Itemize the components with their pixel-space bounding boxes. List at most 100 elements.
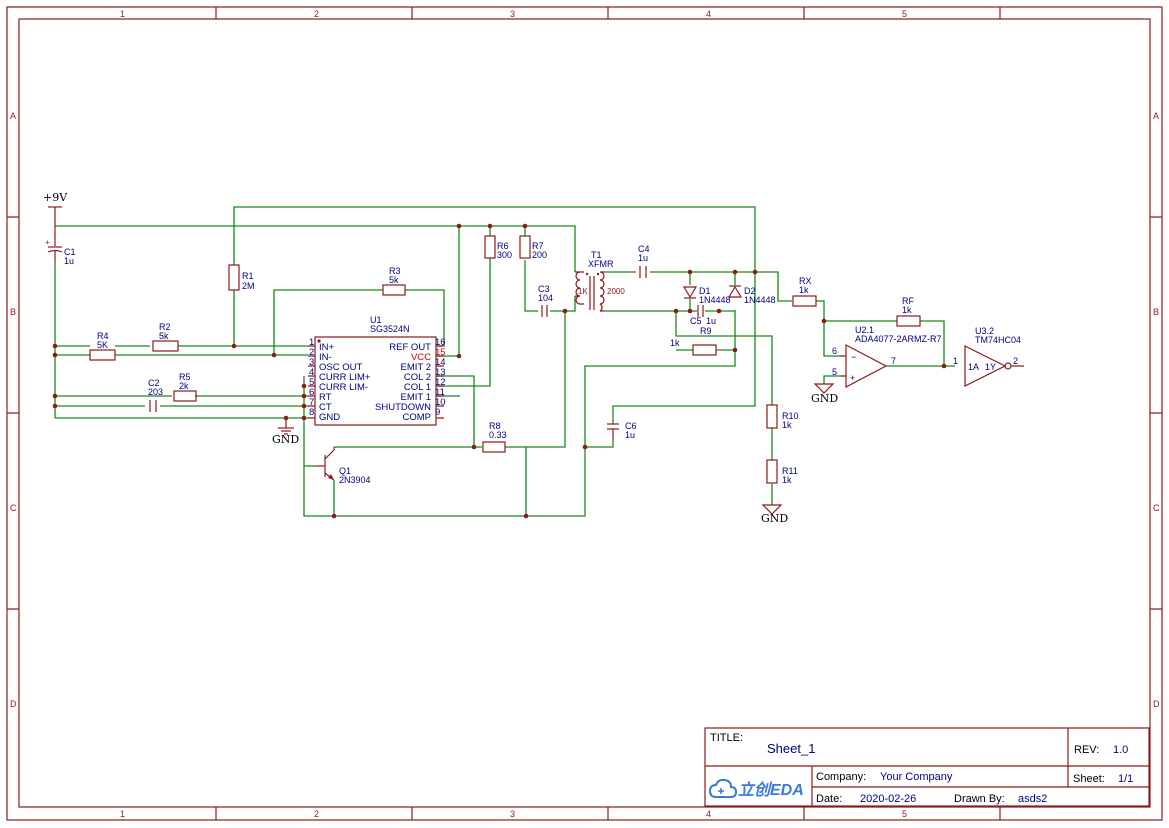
ref-d1: D1 bbox=[699, 286, 711, 296]
ref-rf: RF bbox=[902, 296, 914, 306]
value-r2: 5k bbox=[159, 331, 169, 341]
ref-c4: C4 bbox=[638, 244, 650, 254]
wires bbox=[54, 206, 955, 517]
value-rf: 1k bbox=[902, 305, 912, 315]
pin-num: 6 bbox=[832, 346, 837, 356]
value-u21: ADA4077-2ARMZ-R7 bbox=[855, 334, 942, 344]
opamp-u21: − + 6 5 7 U2.1 ADA4077-2ARMZ-R7 bbox=[832, 325, 942, 388]
resistor-r5: R5 2k bbox=[173, 372, 197, 402]
ref-u1: U1 bbox=[370, 315, 382, 325]
pin-num: 7 bbox=[891, 356, 896, 366]
transformer-t1: T1 XFMR 1K 2000 bbox=[575, 250, 625, 312]
resistor-r4: R4 5K bbox=[89, 331, 116, 361]
ref-r9: R9 bbox=[700, 326, 712, 336]
pin-num: 14 bbox=[435, 357, 446, 368]
net-label-gnd: GND bbox=[811, 392, 838, 405]
title-value: Sheet_1 bbox=[767, 741, 815, 756]
ref-t1: T1 bbox=[591, 250, 602, 260]
sheet-value: 1/1 bbox=[1118, 773, 1133, 785]
row-label: B bbox=[1153, 307, 1159, 317]
value-c3: 104 bbox=[538, 293, 553, 303]
pin-num: 3 bbox=[309, 357, 314, 368]
resistor-rf: RF 1k bbox=[896, 296, 921, 327]
capacitor-c4: C4 1u bbox=[638, 244, 650, 278]
pin-name: 1A bbox=[968, 362, 979, 372]
drawn-by-value: asds2 bbox=[1018, 793, 1047, 805]
frame-labels: 1 2 3 4 5 1 2 3 4 5 A B C D A B C D bbox=[10, 9, 1160, 819]
cloud-logo-icon bbox=[708, 778, 738, 798]
polarity-plus: + bbox=[45, 238, 50, 247]
drawn-by-label: Drawn By: bbox=[954, 793, 1005, 805]
pin-num: 8 bbox=[309, 407, 314, 418]
pin-name: COL 1 bbox=[404, 382, 431, 393]
value-r5: 2k bbox=[179, 381, 189, 391]
diode-d1: D1 1N4448 bbox=[682, 286, 731, 305]
resistor-r3: R3 5k bbox=[382, 266, 406, 296]
pin-name: GND bbox=[319, 412, 340, 423]
col-label: 3 bbox=[510, 9, 515, 19]
capacitor-c5: C5 1u bbox=[690, 305, 716, 326]
ref-r10: R10 bbox=[782, 411, 799, 421]
transistor-q1: Q1 2N3904 bbox=[304, 447, 371, 485]
col-label: 5 bbox=[902, 809, 907, 819]
ref-r3: R3 bbox=[389, 266, 401, 276]
col-label: 1 bbox=[120, 9, 125, 19]
pin-num: 7 bbox=[309, 397, 314, 408]
pin-name: SHUTDOWN bbox=[375, 402, 431, 413]
pin-name: CT bbox=[319, 402, 332, 413]
pin-name: EMIT 1 bbox=[401, 392, 431, 403]
pin-num: 15 bbox=[435, 347, 446, 358]
pin-name: EMIT 2 bbox=[401, 362, 431, 373]
capacitor-c3: C3 104 bbox=[538, 284, 553, 317]
pin-num: 9 bbox=[435, 407, 440, 418]
pin-name: VCC bbox=[411, 352, 431, 363]
value-d2: 1N4448 bbox=[744, 295, 776, 305]
pin-name: OSC OUT bbox=[319, 362, 362, 373]
capacitor-c2: C2 203 bbox=[148, 378, 163, 412]
value-c6: 1u bbox=[625, 430, 635, 440]
pin-num: 11 bbox=[435, 387, 445, 398]
value-d1: 1N4448 bbox=[699, 295, 731, 305]
value-r1: 2M bbox=[242, 281, 255, 291]
value-q1: 2N3904 bbox=[339, 475, 371, 485]
value-r8: 0.33 bbox=[489, 430, 507, 440]
row-label: C bbox=[10, 503, 17, 513]
ref-c6: C6 bbox=[625, 421, 637, 431]
ref-q1: Q1 bbox=[339, 466, 351, 476]
value-u32: TM74HC04 bbox=[975, 335, 1021, 345]
resistor-r6: R6 300 bbox=[484, 235, 512, 260]
value-r9: 1k bbox=[670, 338, 680, 348]
ref-d2: D2 bbox=[744, 286, 756, 296]
company-label: Company: bbox=[816, 771, 866, 783]
pin-num: 1 bbox=[953, 356, 958, 366]
ref-r1: R1 bbox=[242, 271, 254, 281]
t1-secondary: 2000 bbox=[607, 287, 625, 296]
row-label: B bbox=[10, 307, 16, 317]
value-r11: 1k bbox=[782, 475, 792, 485]
opamp-plus: + bbox=[850, 373, 855, 383]
resistor-r2: R2 5k bbox=[152, 322, 179, 352]
capacitor-c6: C6 1u bbox=[607, 421, 637, 440]
col-label: 4 bbox=[706, 9, 711, 19]
col-label: 1 bbox=[120, 809, 125, 819]
value-r6: 300 bbox=[497, 250, 512, 260]
sheet-frame bbox=[6, 6, 1163, 821]
junctions bbox=[52, 223, 947, 519]
ref-r7: R7 bbox=[532, 241, 544, 251]
ref-c1: C1 bbox=[64, 247, 76, 257]
value-r4: 5K bbox=[97, 340, 108, 350]
pin-name: COMP bbox=[403, 412, 432, 423]
resistor-r8: R8 0.33 bbox=[482, 421, 507, 453]
resistor-r7: R7 200 bbox=[519, 235, 547, 260]
net-label-gnd: GND bbox=[272, 433, 299, 446]
col-label: 3 bbox=[510, 809, 515, 819]
opamp-minus: − bbox=[851, 352, 856, 362]
row-label: D bbox=[1153, 699, 1160, 709]
value-r3: 5k bbox=[389, 275, 399, 285]
ref-rx: RX bbox=[799, 276, 812, 286]
row-label: A bbox=[1153, 111, 1159, 121]
ground-symbol-opamp: GND bbox=[811, 383, 838, 405]
ref-r4: R4 bbox=[97, 331, 109, 341]
ref-u32: U3.2 bbox=[975, 326, 994, 336]
